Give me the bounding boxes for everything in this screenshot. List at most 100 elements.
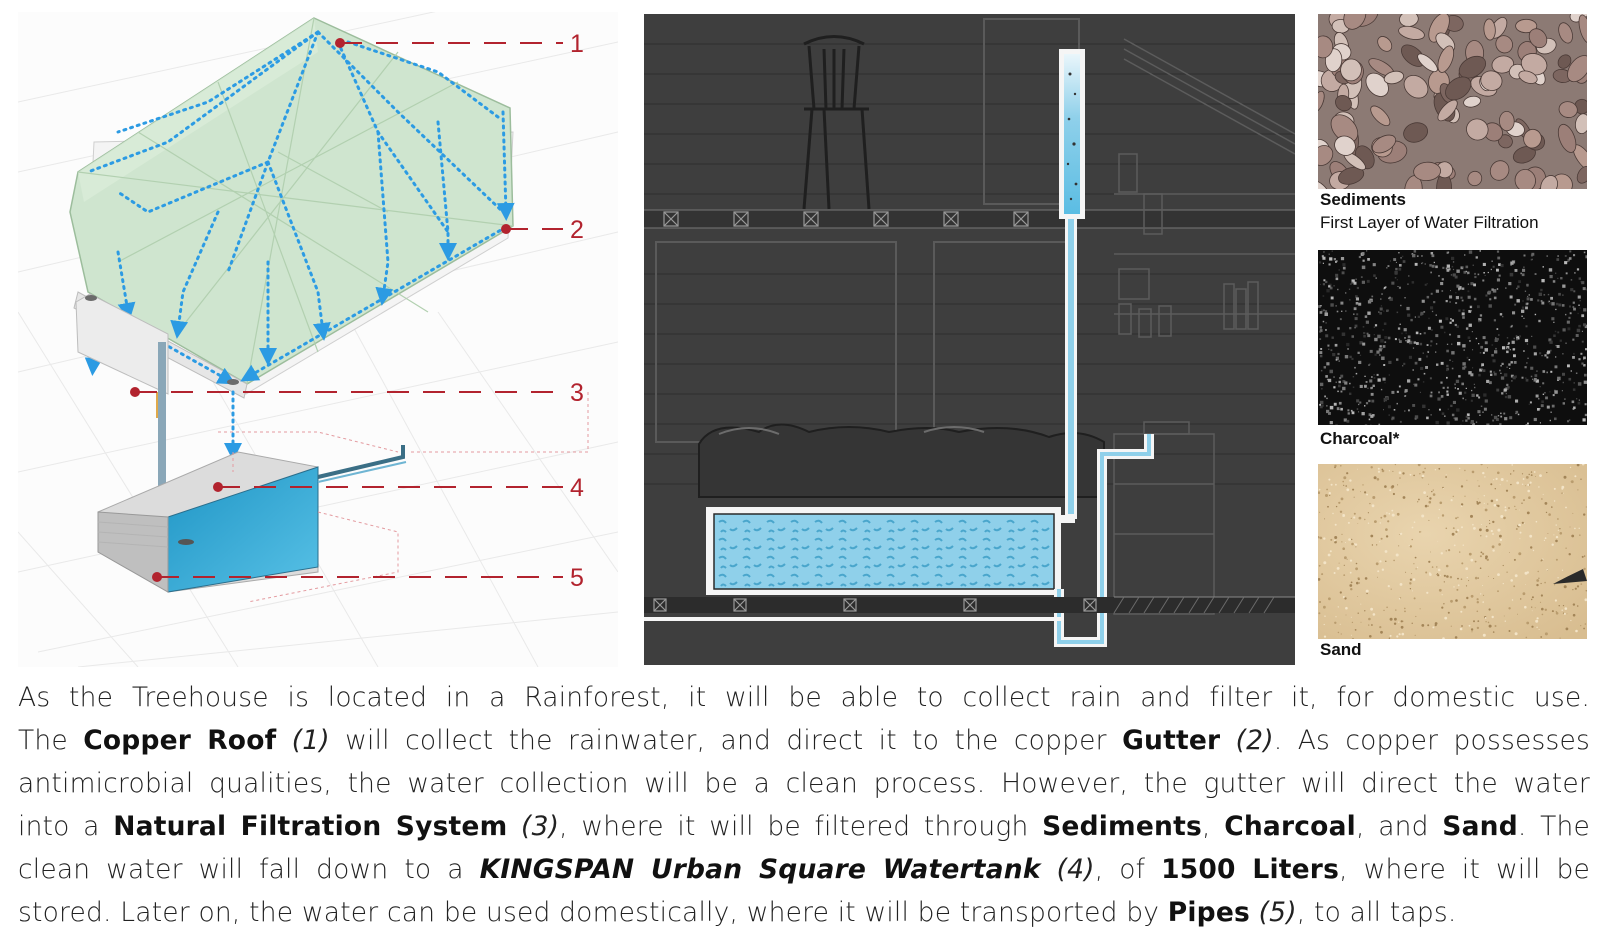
sand-grain [1526, 571, 1529, 574]
charcoal-speck [1542, 393, 1545, 395]
charcoal-speck [1438, 391, 1440, 394]
sand-grain [1323, 623, 1325, 626]
charcoal-speck [1437, 397, 1441, 401]
charcoal-speck [1319, 351, 1323, 354]
charcoal-speck [1567, 258, 1570, 262]
charcoal-speck [1341, 310, 1343, 312]
charcoal-speck [1366, 332, 1369, 335]
charcoal-speck [1387, 336, 1391, 340]
sand-grain [1340, 465, 1342, 467]
sand-grain [1490, 499, 1494, 503]
sand-grain [1540, 582, 1542, 585]
charcoal-speck [1391, 281, 1395, 285]
charcoal-speck [1541, 279, 1545, 283]
charcoal-speck [1349, 299, 1351, 301]
sand-grain [1350, 588, 1353, 591]
charcoal-speck [1423, 372, 1426, 375]
sand-grain [1574, 587, 1577, 590]
sand-grain [1482, 594, 1485, 596]
sand-grain [1336, 567, 1340, 570]
charcoal-speck [1342, 380, 1346, 383]
charcoal-speck [1526, 302, 1529, 305]
charcoal-speck [1319, 338, 1322, 340]
charcoal-speck [1319, 311, 1323, 314]
ref-2: (2) [1235, 725, 1274, 756]
charcoal-speck [1408, 275, 1410, 277]
sand-grain [1576, 464, 1580, 467]
charcoal-speck [1328, 263, 1331, 266]
sand-grain [1343, 476, 1347, 480]
charcoal-speck [1349, 355, 1352, 359]
sand-grain [1535, 476, 1536, 477]
charcoal-speck [1373, 334, 1375, 336]
sand-grain [1450, 499, 1453, 502]
sand-grain [1377, 570, 1380, 573]
sand-grain [1578, 527, 1580, 529]
pebble [1340, 58, 1362, 82]
charcoal-speck [1400, 257, 1402, 259]
sand-grain [1441, 594, 1443, 596]
charcoal-speck [1543, 294, 1546, 296]
charcoal-speck [1344, 381, 1348, 385]
sand-grain [1411, 526, 1414, 529]
charcoal-speck [1512, 348, 1515, 351]
sand-grain [1366, 493, 1368, 496]
sand-grain [1566, 613, 1568, 615]
sand-grain [1428, 560, 1431, 563]
charcoal-speck [1326, 397, 1328, 400]
charcoal-speck [1494, 350, 1498, 354]
sand-grain [1455, 599, 1458, 602]
sand-grain [1388, 470, 1390, 472]
caption-space [276, 725, 291, 756]
charcoal-speck [1419, 342, 1423, 346]
charcoal-speck [1576, 328, 1581, 333]
pebble [1403, 74, 1429, 99]
sand-grain [1385, 528, 1388, 531]
charcoal-speck [1500, 365, 1502, 367]
charcoal-speck [1367, 387, 1369, 389]
caption-line-6: stored. Later on, the water can be used … [18, 891, 1590, 934]
sand-grain [1510, 473, 1512, 475]
sand-grain [1572, 512, 1574, 514]
charcoal-speck [1499, 369, 1501, 372]
charcoal-speck [1526, 297, 1530, 301]
charcoal-speck [1521, 376, 1524, 379]
sand-grain [1538, 577, 1540, 579]
charcoal-speck [1547, 301, 1549, 303]
charcoal-speck [1484, 274, 1486, 276]
sand-grain [1415, 615, 1417, 618]
sand-grain [1344, 597, 1347, 600]
sand-grain [1318, 578, 1321, 581]
sand-grain [1401, 632, 1405, 636]
sand-grain [1570, 480, 1574, 484]
sand-grain [1389, 489, 1392, 492]
charcoal-speck [1403, 328, 1407, 332]
charcoal-speck [1329, 405, 1334, 410]
charcoal-speck [1374, 337, 1378, 342]
sand-grain [1354, 543, 1358, 546]
sand-grain [1545, 511, 1548, 514]
sand-grain [1562, 492, 1564, 494]
charcoal-speck [1376, 350, 1380, 354]
charcoal-speck [1379, 312, 1382, 315]
sand-grain [1541, 498, 1543, 500]
sand-grain [1522, 478, 1525, 480]
sand-grain [1484, 508, 1488, 512]
charcoal-speck [1388, 414, 1390, 416]
sediments-subtitle: First Layer of Water Filtration [1320, 213, 1539, 232]
sand-grain [1345, 485, 1347, 487]
sand-grain [1486, 526, 1488, 528]
sand-grain [1436, 566, 1438, 568]
sand-grain [1551, 543, 1554, 546]
charcoal-speck [1569, 250, 1572, 253]
sand-grain [1480, 464, 1483, 466]
sand-grain [1353, 496, 1355, 498]
charcoal-speck [1351, 335, 1354, 338]
charcoal-speck [1568, 257, 1572, 260]
charcoal-speck [1541, 301, 1545, 305]
sand-grain [1324, 615, 1326, 617]
charcoal-speck [1389, 297, 1393, 301]
charcoal-speck [1467, 271, 1470, 275]
charcoal-speck [1507, 395, 1512, 399]
charcoal-speck [1513, 361, 1517, 364]
